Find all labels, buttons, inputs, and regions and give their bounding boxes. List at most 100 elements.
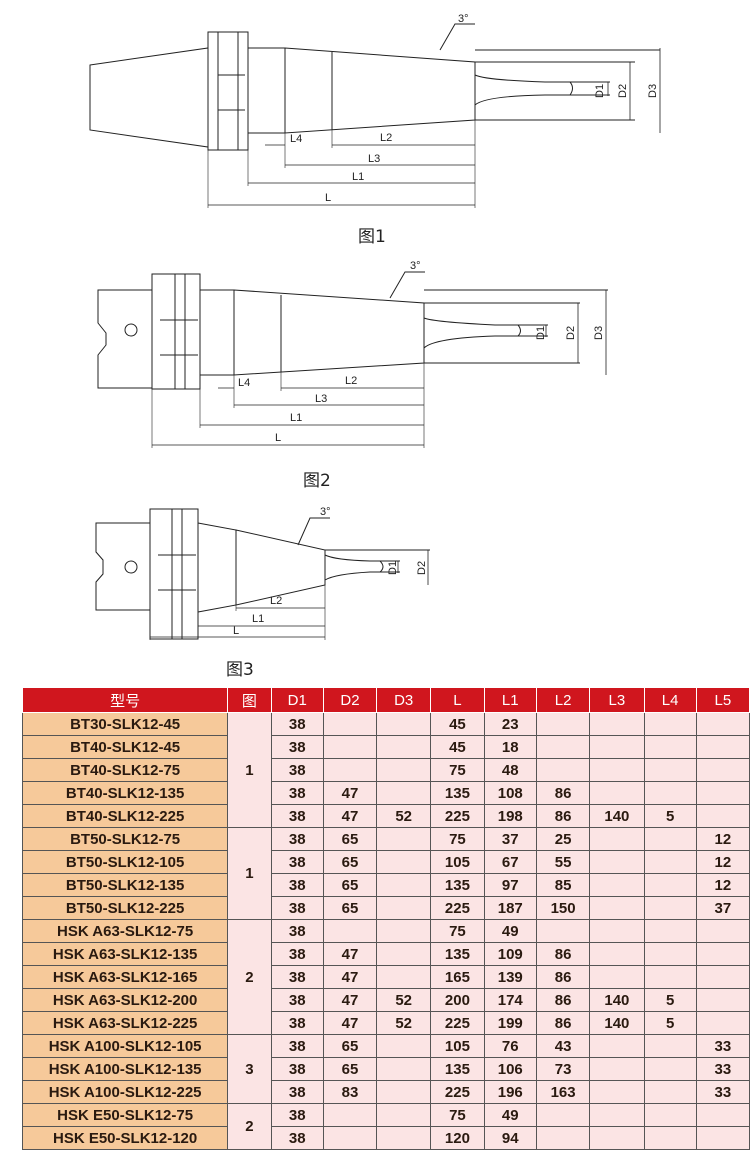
value-cell [695, 988, 750, 1012]
value-cell: 94 [483, 1126, 537, 1150]
value-cell [643, 919, 697, 943]
dim-L4: L4 [238, 377, 250, 389]
value-cell [695, 758, 750, 782]
value-cell: 225 [430, 896, 485, 920]
dim-L3: L3 [368, 153, 380, 165]
figure-cell: 2 [227, 1103, 272, 1150]
value-cell: 86 [535, 965, 591, 989]
dim-L1: L1 [352, 171, 364, 183]
value-cell [376, 896, 432, 920]
value-cell [376, 1057, 432, 1081]
column-header: D1 [270, 687, 324, 713]
value-cell [589, 896, 645, 920]
dim-L4: L4 [290, 133, 302, 145]
model-cell: BT50-SLK12-75 [21, 827, 229, 851]
dim-L: L [275, 432, 281, 444]
value-cell [695, 919, 750, 943]
column-header: L [430, 687, 485, 713]
value-cell [643, 942, 697, 966]
value-cell: 135 [430, 781, 485, 805]
value-cell [376, 758, 432, 782]
value-cell: 225 [430, 1011, 485, 1035]
value-cell: 38 [270, 1011, 324, 1035]
value-cell: 196 [483, 1080, 537, 1104]
value-cell: 65 [322, 873, 378, 897]
value-cell: 38 [270, 896, 324, 920]
dim-D1: D1 [594, 84, 606, 98]
value-cell [589, 1126, 645, 1150]
value-cell [322, 735, 378, 759]
value-cell [695, 1011, 750, 1035]
value-cell [643, 1034, 697, 1058]
column-header: D2 [322, 687, 378, 713]
value-cell: 52 [376, 804, 432, 828]
value-cell [643, 850, 697, 874]
value-cell: 225 [430, 1080, 485, 1104]
value-cell: 106 [483, 1057, 537, 1081]
model-cell: HSK A63-SLK12-135 [21, 942, 229, 966]
model-cell: HSK A63-SLK12-200 [21, 988, 229, 1012]
value-cell: 75 [430, 827, 485, 851]
value-cell [376, 942, 432, 966]
value-cell: 73 [535, 1057, 591, 1081]
value-cell: 38 [270, 919, 324, 943]
value-cell [643, 1103, 697, 1127]
dim-D2: D2 [416, 561, 428, 575]
value-cell: 105 [430, 850, 485, 874]
value-cell: 65 [322, 850, 378, 874]
value-cell: 45 [430, 735, 485, 759]
value-cell: 86 [535, 942, 591, 966]
value-cell [643, 781, 697, 805]
column-header: L5 [695, 687, 750, 713]
column-header: L1 [483, 687, 537, 713]
value-cell: 47 [322, 942, 378, 966]
value-cell: 38 [270, 735, 324, 759]
value-cell: 109 [483, 942, 537, 966]
value-cell [643, 735, 697, 759]
value-cell [376, 850, 432, 874]
value-cell: 105 [430, 1034, 485, 1058]
value-cell: 43 [535, 1034, 591, 1058]
value-cell: 38 [270, 804, 324, 828]
value-cell: 5 [643, 804, 697, 828]
value-cell: 38 [270, 712, 324, 736]
value-cell [535, 1103, 591, 1127]
value-cell: 140 [589, 988, 645, 1012]
model-cell: BT30-SLK12-45 [21, 712, 229, 736]
technical-drawings: 3° L L1 L2 L3 L4 D1 D2 D3 3° L L1 L2 L3 … [89, 13, 661, 640]
value-cell: 165 [430, 965, 485, 989]
value-cell: 83 [322, 1080, 378, 1104]
value-cell [589, 1103, 645, 1127]
dim-L: L [325, 192, 331, 204]
figure-cell: 2 [227, 919, 272, 1035]
value-cell [643, 896, 697, 920]
value-cell: 49 [483, 1103, 537, 1127]
dim-D1: D1 [387, 561, 399, 575]
column-header: 型号 [21, 687, 229, 713]
value-cell: 75 [430, 1103, 485, 1127]
value-cell [589, 758, 645, 782]
value-cell [376, 1034, 432, 1058]
value-cell [589, 873, 645, 897]
value-cell: 38 [270, 965, 324, 989]
value-cell: 38 [270, 1034, 324, 1058]
value-cell [695, 1103, 750, 1127]
value-cell: 76 [483, 1034, 537, 1058]
dim-L1: L1 [290, 412, 302, 424]
value-cell: 38 [270, 827, 324, 851]
value-cell: 108 [483, 781, 537, 805]
model-cell: BT40-SLK12-225 [21, 804, 229, 828]
value-cell [322, 919, 378, 943]
value-cell: 65 [322, 1034, 378, 1058]
value-cell [376, 965, 432, 989]
value-cell: 38 [270, 1126, 324, 1150]
value-cell: 199 [483, 1011, 537, 1035]
value-cell: 38 [270, 873, 324, 897]
